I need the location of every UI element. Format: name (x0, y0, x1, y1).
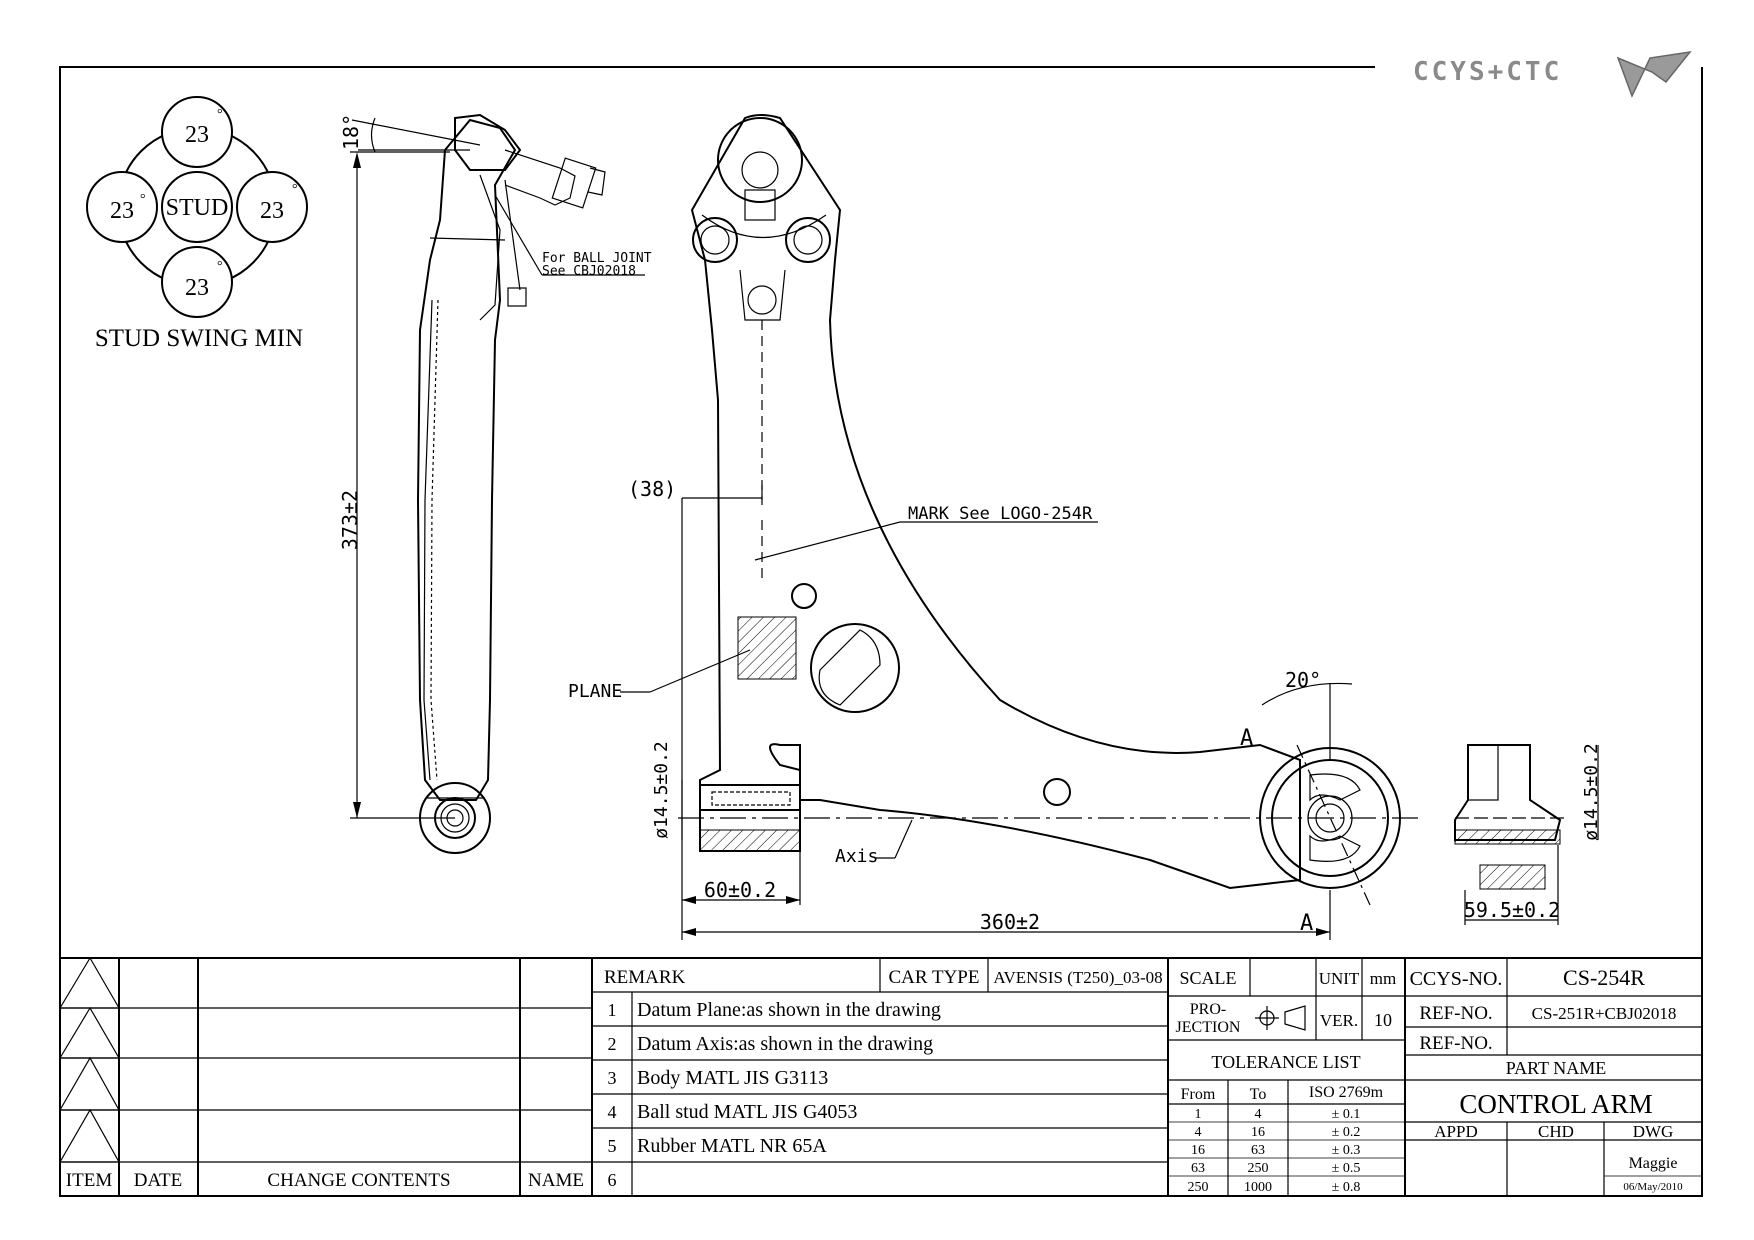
section-view: 59.5±0.2 ø14.5±0.2 (1454, 743, 1602, 925)
ccys-no-value: CS-254R (1563, 965, 1645, 990)
remark-no: 5 (608, 1136, 617, 1156)
tol-cell: 16 (1191, 1143, 1205, 1158)
swing-angle-top: 23 (185, 122, 209, 148)
dim-bore-left: ø14.5±0.2 (651, 741, 672, 839)
tol-cell: 1000 (1244, 1180, 1272, 1195)
rev-header-change: CHANGE CONTENTS (267, 1170, 450, 1191)
chd-label: CHD (1538, 1122, 1574, 1141)
tol-cell: 63 (1251, 1143, 1265, 1158)
dim-length: 360±2 (980, 910, 1040, 934)
remark-no: 1 (608, 1000, 617, 1020)
plan-view (678, 114, 1420, 906)
tolerance-title: TOLERANCE LIST (1211, 1052, 1360, 1072)
dwg-date: 06/May/2010 (1623, 1181, 1683, 1193)
tol-cell: 1 (1195, 1107, 1202, 1122)
tol-cell: ± 0.5 (1332, 1161, 1361, 1176)
ver-value: 10 (1374, 1010, 1392, 1030)
company-logo: CCYS+CTC (1413, 50, 1692, 98)
dwg-name: Maggie (1629, 1155, 1678, 1172)
tol-cell: ± 0.8 (1332, 1180, 1361, 1195)
side-view: 18° 373±2 (338, 114, 606, 854)
tol-cell: ± 0.3 (1332, 1143, 1361, 1158)
logo-text: CCYS+CTC (1413, 57, 1562, 87)
degree-mark: ° (292, 182, 298, 197)
title-block: ITEM DATE CHANGE CONTENTS NAME REMARK CA… (58, 956, 1702, 1196)
remark-no: 2 (608, 1034, 617, 1054)
callout-axis: Axis (835, 846, 878, 867)
dim-bushing-width: 60±0.2 (704, 878, 776, 902)
callout-ball-joint-line2: See CBJ02018 (542, 264, 636, 279)
tol-cell: 250 (1188, 1180, 1209, 1195)
ref-no-label: REF-NO. (1419, 1003, 1492, 1024)
ref-no-value: CS-251R+CBJ02018 (1532, 1004, 1677, 1023)
projection-label-1: PRO- (1190, 1001, 1226, 1018)
tol-cell: ± 0.1 (1332, 1107, 1361, 1122)
tol-cell: 4 (1195, 1125, 1202, 1140)
dwg-label: DWG (1633, 1122, 1674, 1141)
remark-no: 4 (608, 1102, 617, 1122)
scale-label: SCALE (1179, 968, 1236, 988)
remark-text: Datum Axis:as shown in the drawing (637, 1033, 933, 1055)
dim-angle-a: 20° (1285, 668, 1321, 692)
projection-symbol-icon (1255, 1005, 1306, 1031)
dim-bushing-right-width: 59.5±0.2 (1464, 898, 1560, 922)
unit-label: UNIT (1319, 969, 1360, 988)
section-a-bottom: A (1300, 911, 1313, 936)
remark-no: 6 (608, 1170, 617, 1190)
swing-angle-left: 23 (110, 198, 134, 224)
car-type-value: AVENSIS (T250)_03-08 (993, 968, 1162, 987)
remark-header: REMARK (604, 967, 686, 988)
tol-cell: 250 (1248, 1161, 1269, 1176)
projection-label-2: JECTION (1176, 1019, 1241, 1036)
ref-no2-label: REF-NO. (1419, 1033, 1492, 1054)
callout-ball-joint-line1: For BALL JOINT (542, 251, 652, 266)
tol-header: To (1250, 1086, 1267, 1103)
unit-value: mm (1370, 969, 1396, 988)
tol-cell: 4 (1255, 1107, 1262, 1122)
plan-dimensions: (38) MARK See LOGO-254R PLANE Axis ø14.5… (568, 477, 1353, 940)
tol-cell: 63 (1191, 1161, 1205, 1176)
dim-tilt-angle: 18° (339, 114, 363, 150)
datum-plane-hatch (737, 616, 797, 680)
degree-mark: ° (217, 259, 223, 274)
callout-plane: PLANE (568, 681, 622, 702)
tol-header: From (1181, 1086, 1216, 1103)
swing-angle-right: 23 (260, 198, 284, 224)
remark-no: 3 (608, 1068, 617, 1088)
stud-swing-title: STUD SWING MIN (95, 325, 303, 352)
remark-text: Ball stud MATL JIS G4053 (637, 1101, 857, 1123)
part-name-value: CONTROL ARM (1459, 1089, 1652, 1119)
remark-text: Rubber MATL NR 65A (637, 1135, 827, 1157)
car-type-label: CAR TYPE (889, 967, 980, 988)
rev-header-name: NAME (528, 1170, 584, 1191)
tol-cell: ± 0.2 (1332, 1125, 1361, 1140)
dim-bore-right: ø14.5±0.2 (1581, 743, 1602, 841)
remark-text: Body MATL JIS G3113 (637, 1067, 828, 1089)
stud-swing-diagram: 23 23 23 23 ° ° ° ° STUD STUD SWING MIN (86, 96, 308, 352)
callout-mark: MARK See LOGO-254R (908, 504, 1093, 524)
ball-joint-callout: For BALL JOINT See CBJ02018 (494, 194, 652, 279)
appd-label: APPD (1434, 1122, 1477, 1141)
remark-text: Datum Plane:as shown in the drawing (637, 999, 941, 1021)
ver-label: VER. (1320, 1011, 1358, 1030)
degree-mark: ° (140, 192, 146, 207)
section-a-top: A (1240, 726, 1253, 751)
dim-height: 373±2 (338, 490, 362, 550)
logo-mark-icon (1616, 50, 1692, 98)
part-name-label: PART NAME (1506, 1058, 1606, 1078)
stud-center-label: STUD (166, 195, 229, 221)
dim-offset: (38) (628, 477, 676, 501)
swing-angle-bottom: 23 (185, 275, 209, 301)
tol-header: ISO 2769m (1309, 1084, 1384, 1101)
rev-header-date: DATE (134, 1170, 183, 1191)
degree-mark: ° (217, 107, 223, 122)
sheet-border (59, 66, 1703, 1197)
tol-cell: 16 (1251, 1125, 1265, 1140)
ccys-no-label: CCYS-NO. (1410, 968, 1503, 990)
rev-header-item: ITEM (66, 1170, 113, 1191)
